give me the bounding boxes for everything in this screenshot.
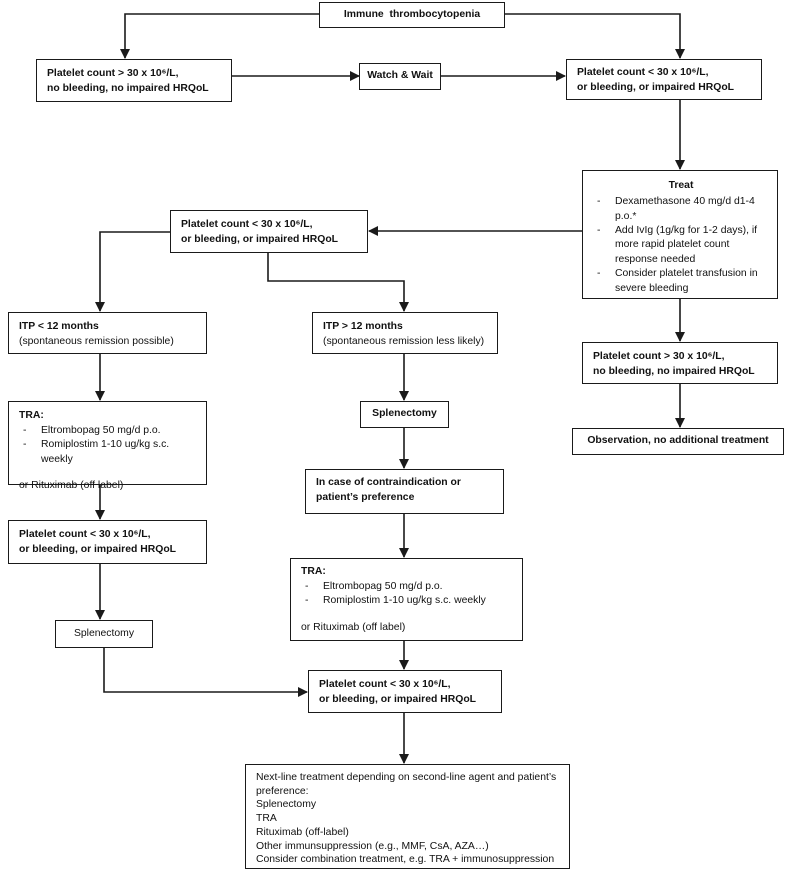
splenectomy-mid-label: Splenectomy — [372, 408, 437, 420]
itp-long-box: ITP > 12 months (spontaneous remission l… — [312, 312, 498, 354]
next-line-item-combination: Consider combination treatment, e.g. TRA… — [256, 854, 555, 866]
itp-short-title: ITP < 12 months — [19, 321, 99, 332]
high-risk-line1: Platelet count < 30 x 10⁶/L, — [577, 67, 709, 78]
itp-long-title: ITP > 12 months — [323, 321, 403, 332]
final-relapse-box: Platelet count < 30 x 10⁶/L, or bleeding… — [308, 670, 502, 713]
next-line-box: Next-line treatment depending on second-… — [245, 764, 570, 869]
tra-mid-item-eltrombopag: Eltrombopag 50 mg/d p.o. — [301, 580, 512, 595]
treat-box: Treat Dexamethasone 40 mg/d d1-4 p.o.* A… — [582, 170, 778, 299]
left-relapse-line1: Platelet count < 30 x 10⁶/L, — [19, 529, 151, 540]
itp-short-subtitle: (spontaneous remission possible) — [19, 335, 174, 347]
treat-title: Treat — [668, 180, 694, 191]
arrow-relapse-to-itp-short — [95, 231, 170, 312]
tra-left-alt: or Rituximab (off label) — [19, 480, 124, 492]
tra-left-list: Eltrombopag 50 mg/d p.o. Romiplostim 1-1… — [19, 424, 196, 468]
treat-item-ivig: Add IvIg (1g/kg for 1-2 days), if more r… — [593, 224, 769, 267]
next-line-item-tra: TRA — [256, 813, 277, 825]
low-count-line1: Platelet count > 30 x 10⁶/L, — [47, 68, 179, 79]
low-count-box: Platelet count > 30 x 10⁶/L, no bleeding… — [36, 59, 232, 102]
tra-mid-item-romiplostim: Romiplostim 1-10 ug/kg s.c. weekly — [301, 594, 512, 609]
low-count-line2: no bleeding, no impaired HRQoL — [47, 82, 209, 94]
arrow-root-to-high — [505, 13, 685, 59]
itp-long-subtitle: (spontaneous remission less likely) — [323, 335, 485, 347]
contraindication-label: In case of contraindication or patient’s… — [316, 477, 461, 503]
next-line-item-rituximab: Rituximab (off-label) — [256, 826, 349, 838]
arrow-relapse-to-itp-long — [267, 253, 409, 312]
observation-label: Observation, no additional treatment — [587, 435, 769, 447]
left-relapse-box: Platelet count < 30 x 10⁶/L, or bleeding… — [8, 520, 207, 564]
root-node-itp: Immune thrombocytopenia — [319, 2, 505, 28]
itp-short-box: ITP < 12 months (spontaneous remission p… — [8, 312, 207, 354]
response-line1: Platelet count > 30 x 10⁶/L, — [593, 351, 725, 362]
tra-left-box: TRA: Eltrombopag 50 mg/d p.o. Romiplosti… — [8, 401, 207, 491]
high-risk-box: Platelet count < 30 x 10⁶/L, or bleeding… — [566, 59, 762, 100]
tra-left-item-romiplostim: Romiplostim 1-10 ug/kg s.c. weekly — [19, 438, 196, 467]
response-box: Platelet count > 30 x 10⁶/L, no bleeding… — [582, 342, 778, 384]
high-risk-line2: or bleeding, or impaired HRQoL — [577, 81, 735, 93]
next-line-intro: Next-line treatment depending on second-… — [256, 772, 557, 797]
next-line-item-immunosuppression: Other immunsuppression (e.g., MMF, CsA, … — [256, 840, 489, 852]
response-line2: no bleeding, no impaired HRQoL — [593, 365, 755, 377]
treat-item-dexamethasone: Dexamethasone 40 mg/d d1-4 p.o.* — [593, 195, 769, 224]
watch-wait-box: Watch & Wait — [359, 63, 441, 90]
tra-mid-title: TRA: — [301, 566, 326, 577]
treat-item-transfusion: Consider platelet transfusion in severe … — [593, 267, 769, 296]
watch-wait-label: Watch & Wait — [367, 70, 433, 82]
relapse-box: Platelet count < 30 x 10⁶/L, or bleeding… — [170, 210, 368, 253]
splenectomy-left-label: Splenectomy — [73, 627, 135, 639]
final-relapse-line2: or bleeding, or impaired HRQoL — [319, 693, 477, 705]
arrow-splenectomy-left-to-final — [103, 648, 308, 697]
relapse-line2: or bleeding, or impaired HRQoL — [181, 233, 339, 245]
tra-mid-box: TRA: Eltrombopag 50 mg/d p.o. Romiplosti… — [290, 558, 523, 641]
tra-left-item-eltrombopag: Eltrombopag 50 mg/d p.o. — [19, 424, 196, 439]
arrow-root-to-low — [120, 13, 319, 59]
observation-box: Observation, no additional treatment — [572, 428, 784, 455]
tra-mid-list: Eltrombopag 50 mg/d p.o. Romiplostim 1-1… — [301, 580, 512, 609]
root-label: Immune thrombocytopenia — [343, 8, 481, 20]
treat-list: Dexamethasone 40 mg/d d1-4 p.o.* Add IvI… — [593, 195, 769, 296]
splenectomy-mid-box: Splenectomy — [360, 401, 449, 428]
relapse-line1: Platelet count < 30 x 10⁶/L, — [181, 219, 313, 230]
contraindication-box: In case of contraindication or patient’s… — [305, 469, 504, 514]
left-relapse-line2: or bleeding, or impaired HRQoL — [19, 543, 177, 555]
tra-mid-alt: or Rituximab (off label) — [301, 621, 406, 633]
next-line-item-splenectomy: Splenectomy — [256, 799, 317, 811]
final-relapse-line1: Platelet count < 30 x 10⁶/L, — [319, 679, 451, 690]
tra-left-title: TRA: — [19, 410, 44, 421]
splenectomy-left-box: Splenectomy — [55, 620, 153, 648]
